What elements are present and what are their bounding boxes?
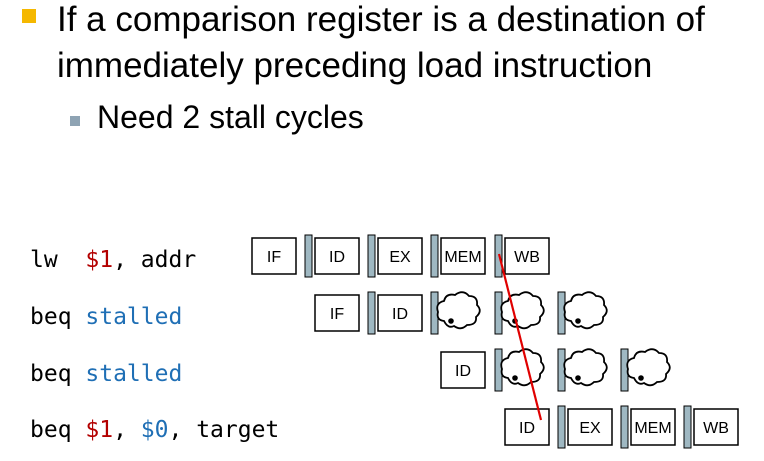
stage-box: [314, 237, 360, 275]
stage-label: IF: [267, 249, 281, 266]
pipeline-register-bar: [367, 234, 376, 278]
instruction-token: beq: [30, 304, 86, 330]
bullet-square-shape: [22, 9, 36, 23]
stage-box: [567, 408, 613, 446]
bubble-dot: [638, 375, 644, 381]
bubble-dot: [512, 375, 518, 381]
bubble-dot: [448, 318, 454, 324]
bubble-icon: [500, 291, 545, 330]
pipeline-register-bar: [620, 405, 629, 449]
instruction-token: beq: [30, 417, 86, 443]
register-token: $1: [85, 247, 114, 273]
stage-label: ID: [392, 306, 408, 323]
stage-box: [314, 294, 360, 332]
bubble-icon: [563, 291, 608, 330]
instruction-token: lw: [30, 247, 86, 273]
stage-label: ID: [329, 249, 345, 266]
instruction-token: , addr: [113, 247, 197, 273]
bubble-dot: [575, 318, 581, 324]
slide-sub-bullet: Need 2 stall cycles: [97, 99, 364, 135]
bubble-icon: [626, 348, 671, 387]
stage-box: [504, 237, 550, 275]
sub-bullet-square-shape: [70, 116, 80, 126]
stage-label: ID: [519, 420, 535, 437]
instruction-line: beq stalled: [30, 303, 182, 331]
operand-token: stalled: [85, 304, 183, 330]
bubble-icon: [563, 348, 608, 387]
stage-box: [693, 408, 739, 446]
stage-label: MEM: [444, 249, 481, 266]
instruction-line: beq stalled: [30, 360, 182, 388]
stage-box: [377, 237, 423, 275]
bubble-icon: [436, 291, 481, 330]
pipeline-row: IF ID EX MEM WB: [251, 234, 550, 278]
bubble-dot: [575, 375, 581, 381]
bullet-square-icon: [22, 9, 36, 23]
instruction-token: ,: [113, 417, 141, 443]
stage-box: [630, 408, 676, 446]
pipeline-row: ID: [440, 348, 671, 392]
instruction-token: beq: [30, 361, 86, 387]
stage-label: WB: [703, 420, 729, 437]
operand-token: $0: [140, 417, 169, 443]
pipeline-register-bar: [430, 234, 439, 278]
stage-label: EX: [389, 249, 411, 266]
stage-label: EX: [579, 420, 601, 437]
pipeline-register-bar: [367, 291, 376, 335]
stage-label: WB: [514, 249, 540, 266]
stage-box: [504, 408, 550, 446]
pipeline-register-bar: [683, 405, 692, 449]
stage-label: ID: [455, 363, 471, 380]
pipeline-register-bar: [304, 234, 313, 278]
forwarding-arrow: [497, 253, 543, 421]
instruction-line: beq $1, $0, target: [30, 416, 279, 444]
operand-token: stalled: [85, 361, 183, 387]
instruction-token: , target: [168, 417, 280, 443]
stage-box: [377, 294, 423, 332]
stage-box: [440, 351, 486, 389]
sub-bullet-square-icon: [70, 116, 80, 126]
pipeline-row: IF ID: [314, 291, 608, 335]
stage-label: IF: [330, 306, 344, 323]
pipeline-register-bar: [557, 405, 566, 449]
bubble-icon: [500, 348, 545, 387]
slide-bullet-line-1: If a comparison register is a destinatio…: [57, 0, 705, 39]
stage-box: [440, 237, 486, 275]
instruction-line: lw $1, addr: [30, 246, 196, 274]
stage-label: MEM: [634, 420, 671, 437]
register-token: $1: [85, 417, 114, 443]
slide-bullet-line-2: immediately preceding load instruction: [57, 46, 653, 85]
stage-box: [251, 237, 297, 275]
pipeline-row: ID EX MEM WB: [504, 405, 739, 449]
